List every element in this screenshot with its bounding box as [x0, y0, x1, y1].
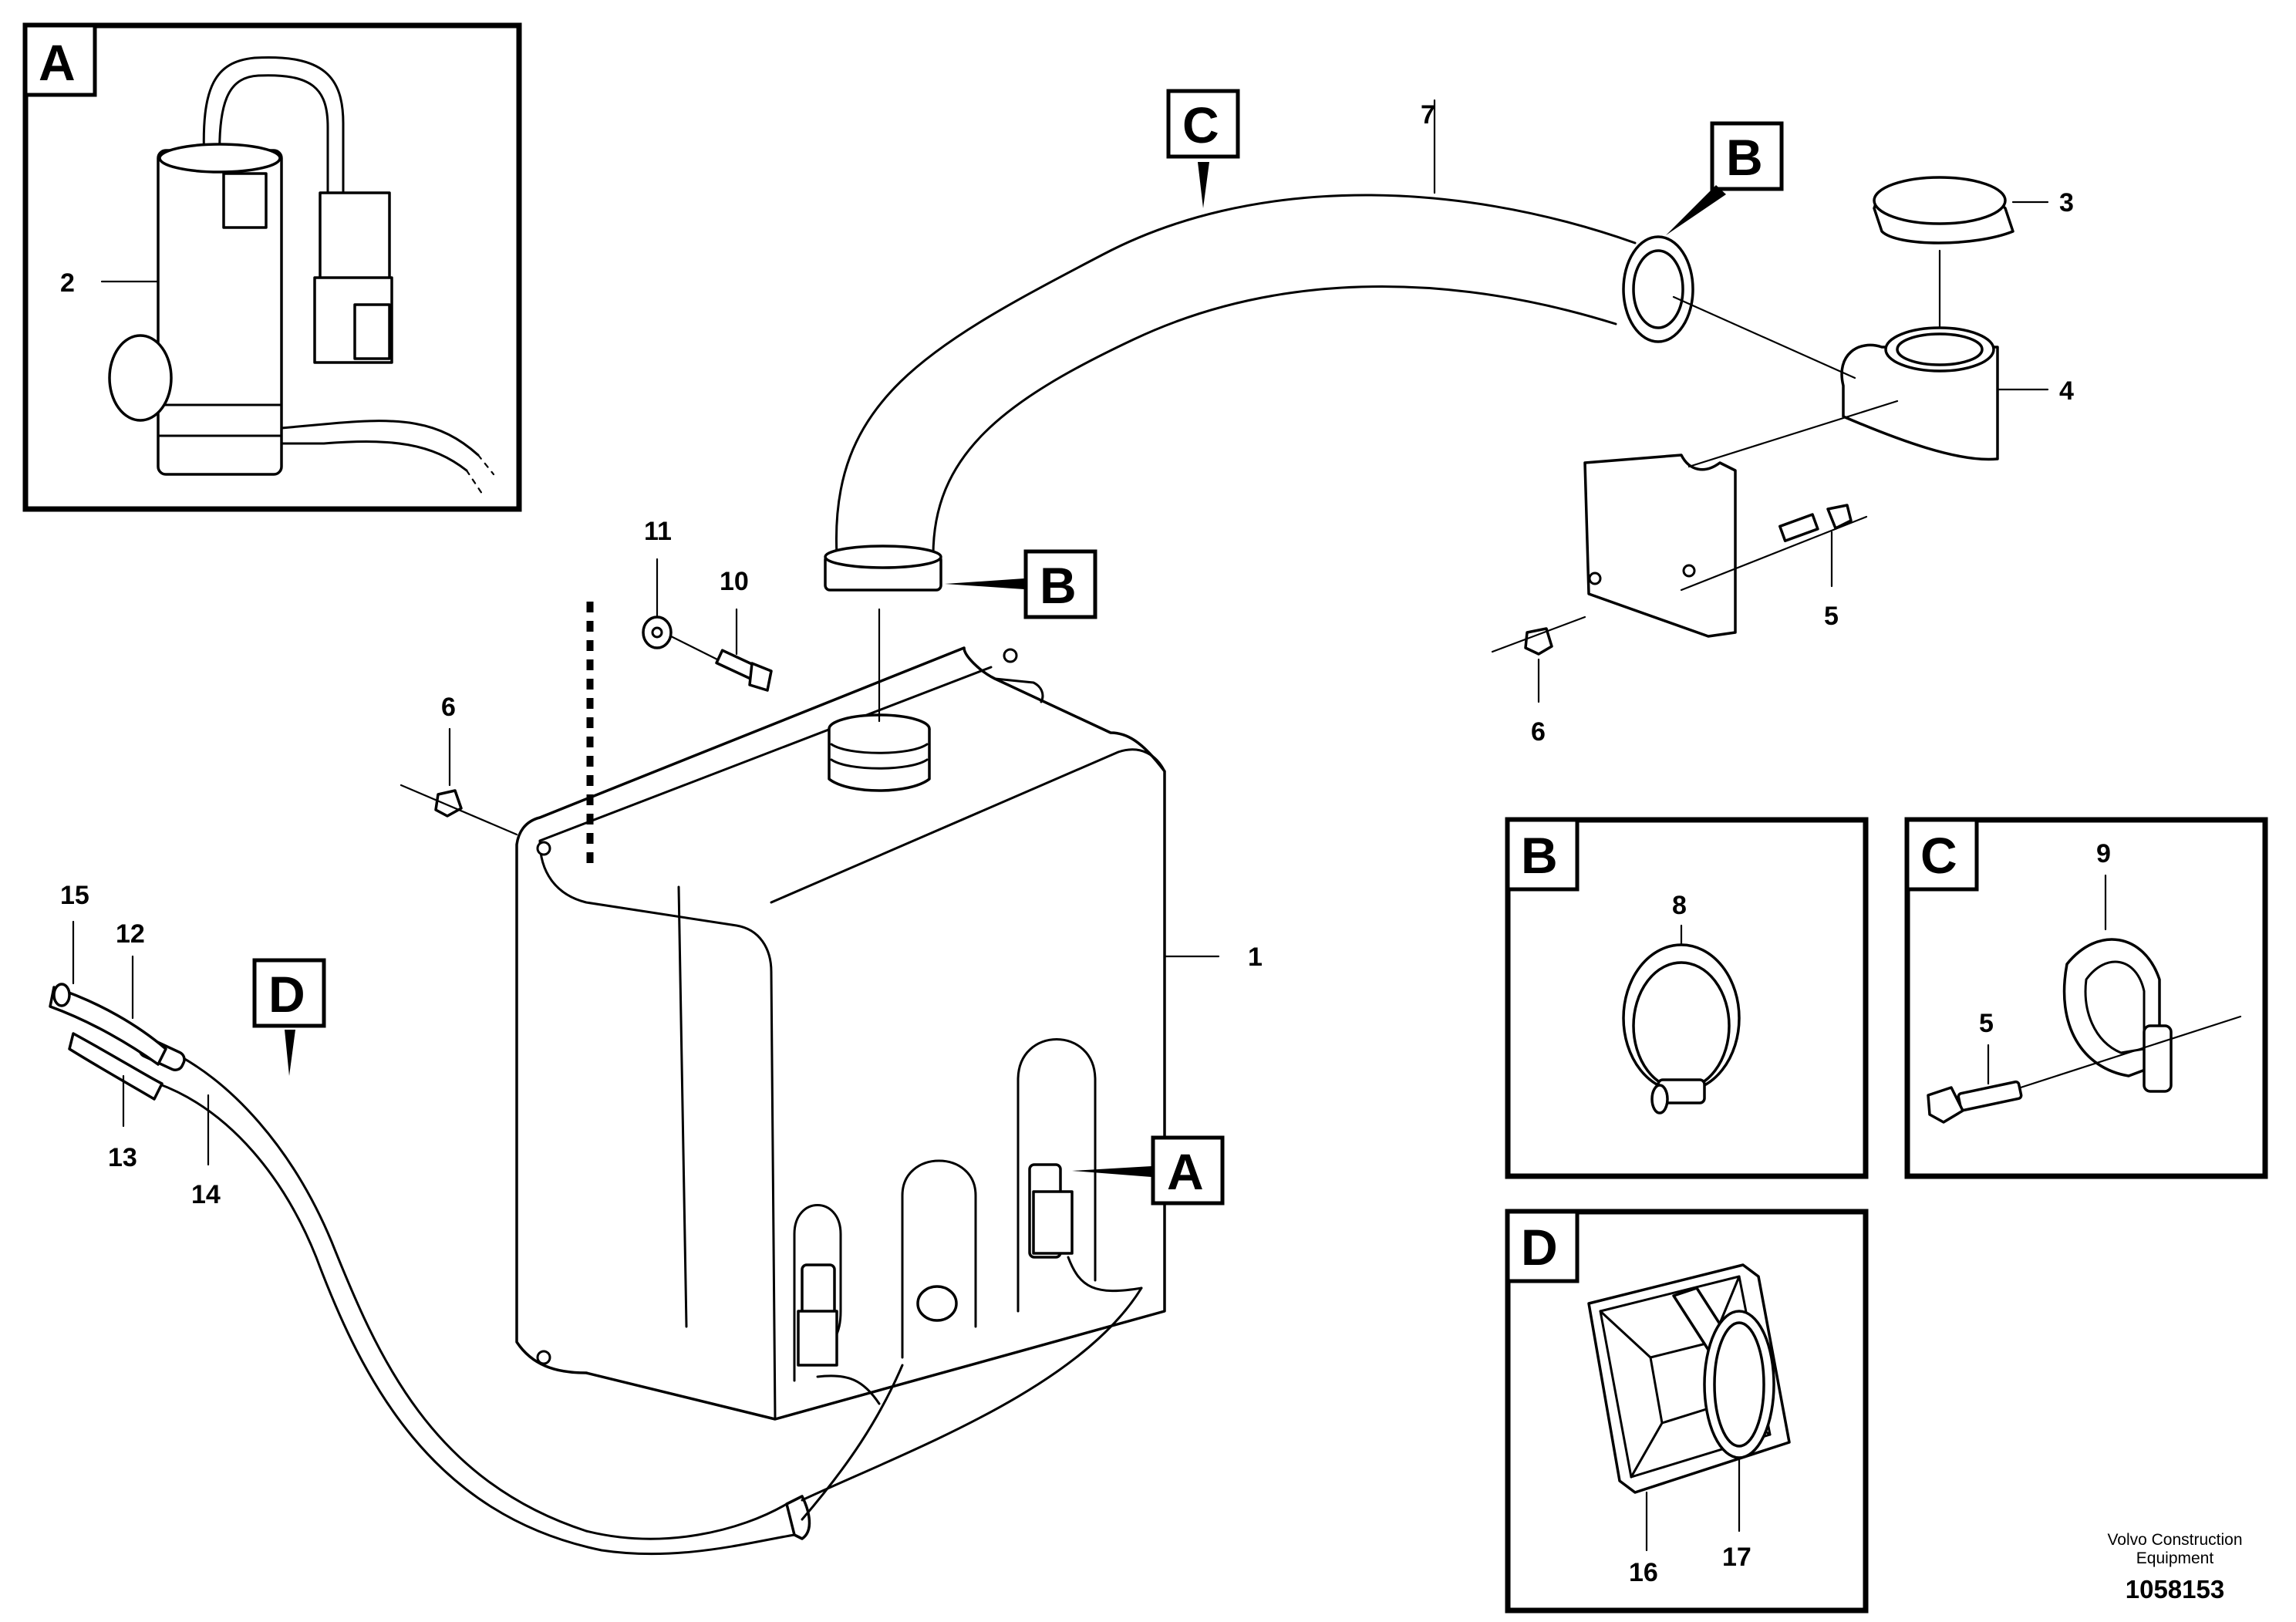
detail-d-letter: D [1521, 1219, 1558, 1276]
filler-neck [1840, 326, 1999, 461]
tag-b-hose-top: B [1666, 121, 1784, 235]
nut-6-bracket [1524, 627, 1553, 656]
label-part-3: 3 [2059, 188, 2074, 218]
tag-b-hose-bottom: B [945, 549, 1097, 619]
filler-hose [824, 194, 1694, 592]
svg-text:B: B [1040, 557, 1077, 614]
label-part-8: 8 [1672, 891, 1687, 920]
svg-text:C: C [1182, 96, 1219, 153]
washer-pump-drawing [108, 56, 495, 495]
brand-line-2: Equipment [2136, 1549, 2214, 1567]
detail-d-panel: D 16 17 [1505, 1209, 1869, 1614]
label-part-9: 9 [2096, 839, 2111, 868]
label-part-15: 15 [60, 881, 89, 910]
label-part-5-bracket: 5 [1824, 602, 1839, 631]
label-part-12: 12 [116, 919, 145, 949]
tag-d-cable: D [252, 958, 326, 1076]
label-part-1: 1 [1248, 943, 1263, 972]
tag-a-pump: A [1072, 1135, 1225, 1206]
label-part-6-tank: 6 [441, 693, 456, 722]
nut-6-tank [434, 789, 463, 818]
washer-reservoir-tank [515, 646, 1166, 1421]
washer-11 [642, 615, 673, 649]
mounting-bracket [1583, 454, 1737, 638]
label-part-16: 16 [1629, 1558, 1658, 1587]
label-part-10: 10 [720, 567, 749, 596]
svg-text:B: B [1726, 129, 1763, 186]
cable-bundle [49, 983, 1143, 1556]
label-part-7: 7 [1421, 100, 1435, 130]
detail-b-panel: B 8 [1505, 817, 1869, 1179]
label-part-5-detail-c: 5 [1979, 1009, 1994, 1038]
filler-cap [1873, 176, 2014, 244]
svg-text:A: A [1167, 1143, 1204, 1200]
label-part-13: 13 [108, 1143, 137, 1172]
label-part-2: 2 [60, 268, 75, 298]
label-part-11: 11 [644, 517, 672, 546]
bolt-10 [715, 649, 773, 692]
cable-tie-17 [1672, 1286, 1775, 1459]
label-part-6-bracket: 6 [1531, 717, 1546, 747]
label-part-17: 17 [1722, 1543, 1752, 1572]
detail-c-panel: C 9 5 [1904, 817, 2268, 1179]
detail-a-panel: A 2 [22, 22, 522, 512]
bolt-5-detail-c [1927, 1080, 2023, 1124]
detail-b-letter: B [1521, 827, 1558, 884]
hose-clip-9 [2062, 938, 2173, 1093]
hose-clamp-8 [1622, 943, 1741, 1114]
bolt-5-bracket [1778, 504, 1853, 542]
svg-text:D: D [268, 966, 305, 1023]
brand-line-1: Volvo Construction [2107, 1531, 2242, 1549]
detail-a-letter: A [39, 34, 76, 91]
label-part-4: 4 [2059, 376, 2074, 406]
tag-c-hose: C [1166, 89, 1240, 208]
document-number: 1058153 [2126, 1575, 2224, 1603]
detail-c-letter: C [1920, 827, 1957, 884]
label-part-14: 14 [191, 1180, 221, 1209]
